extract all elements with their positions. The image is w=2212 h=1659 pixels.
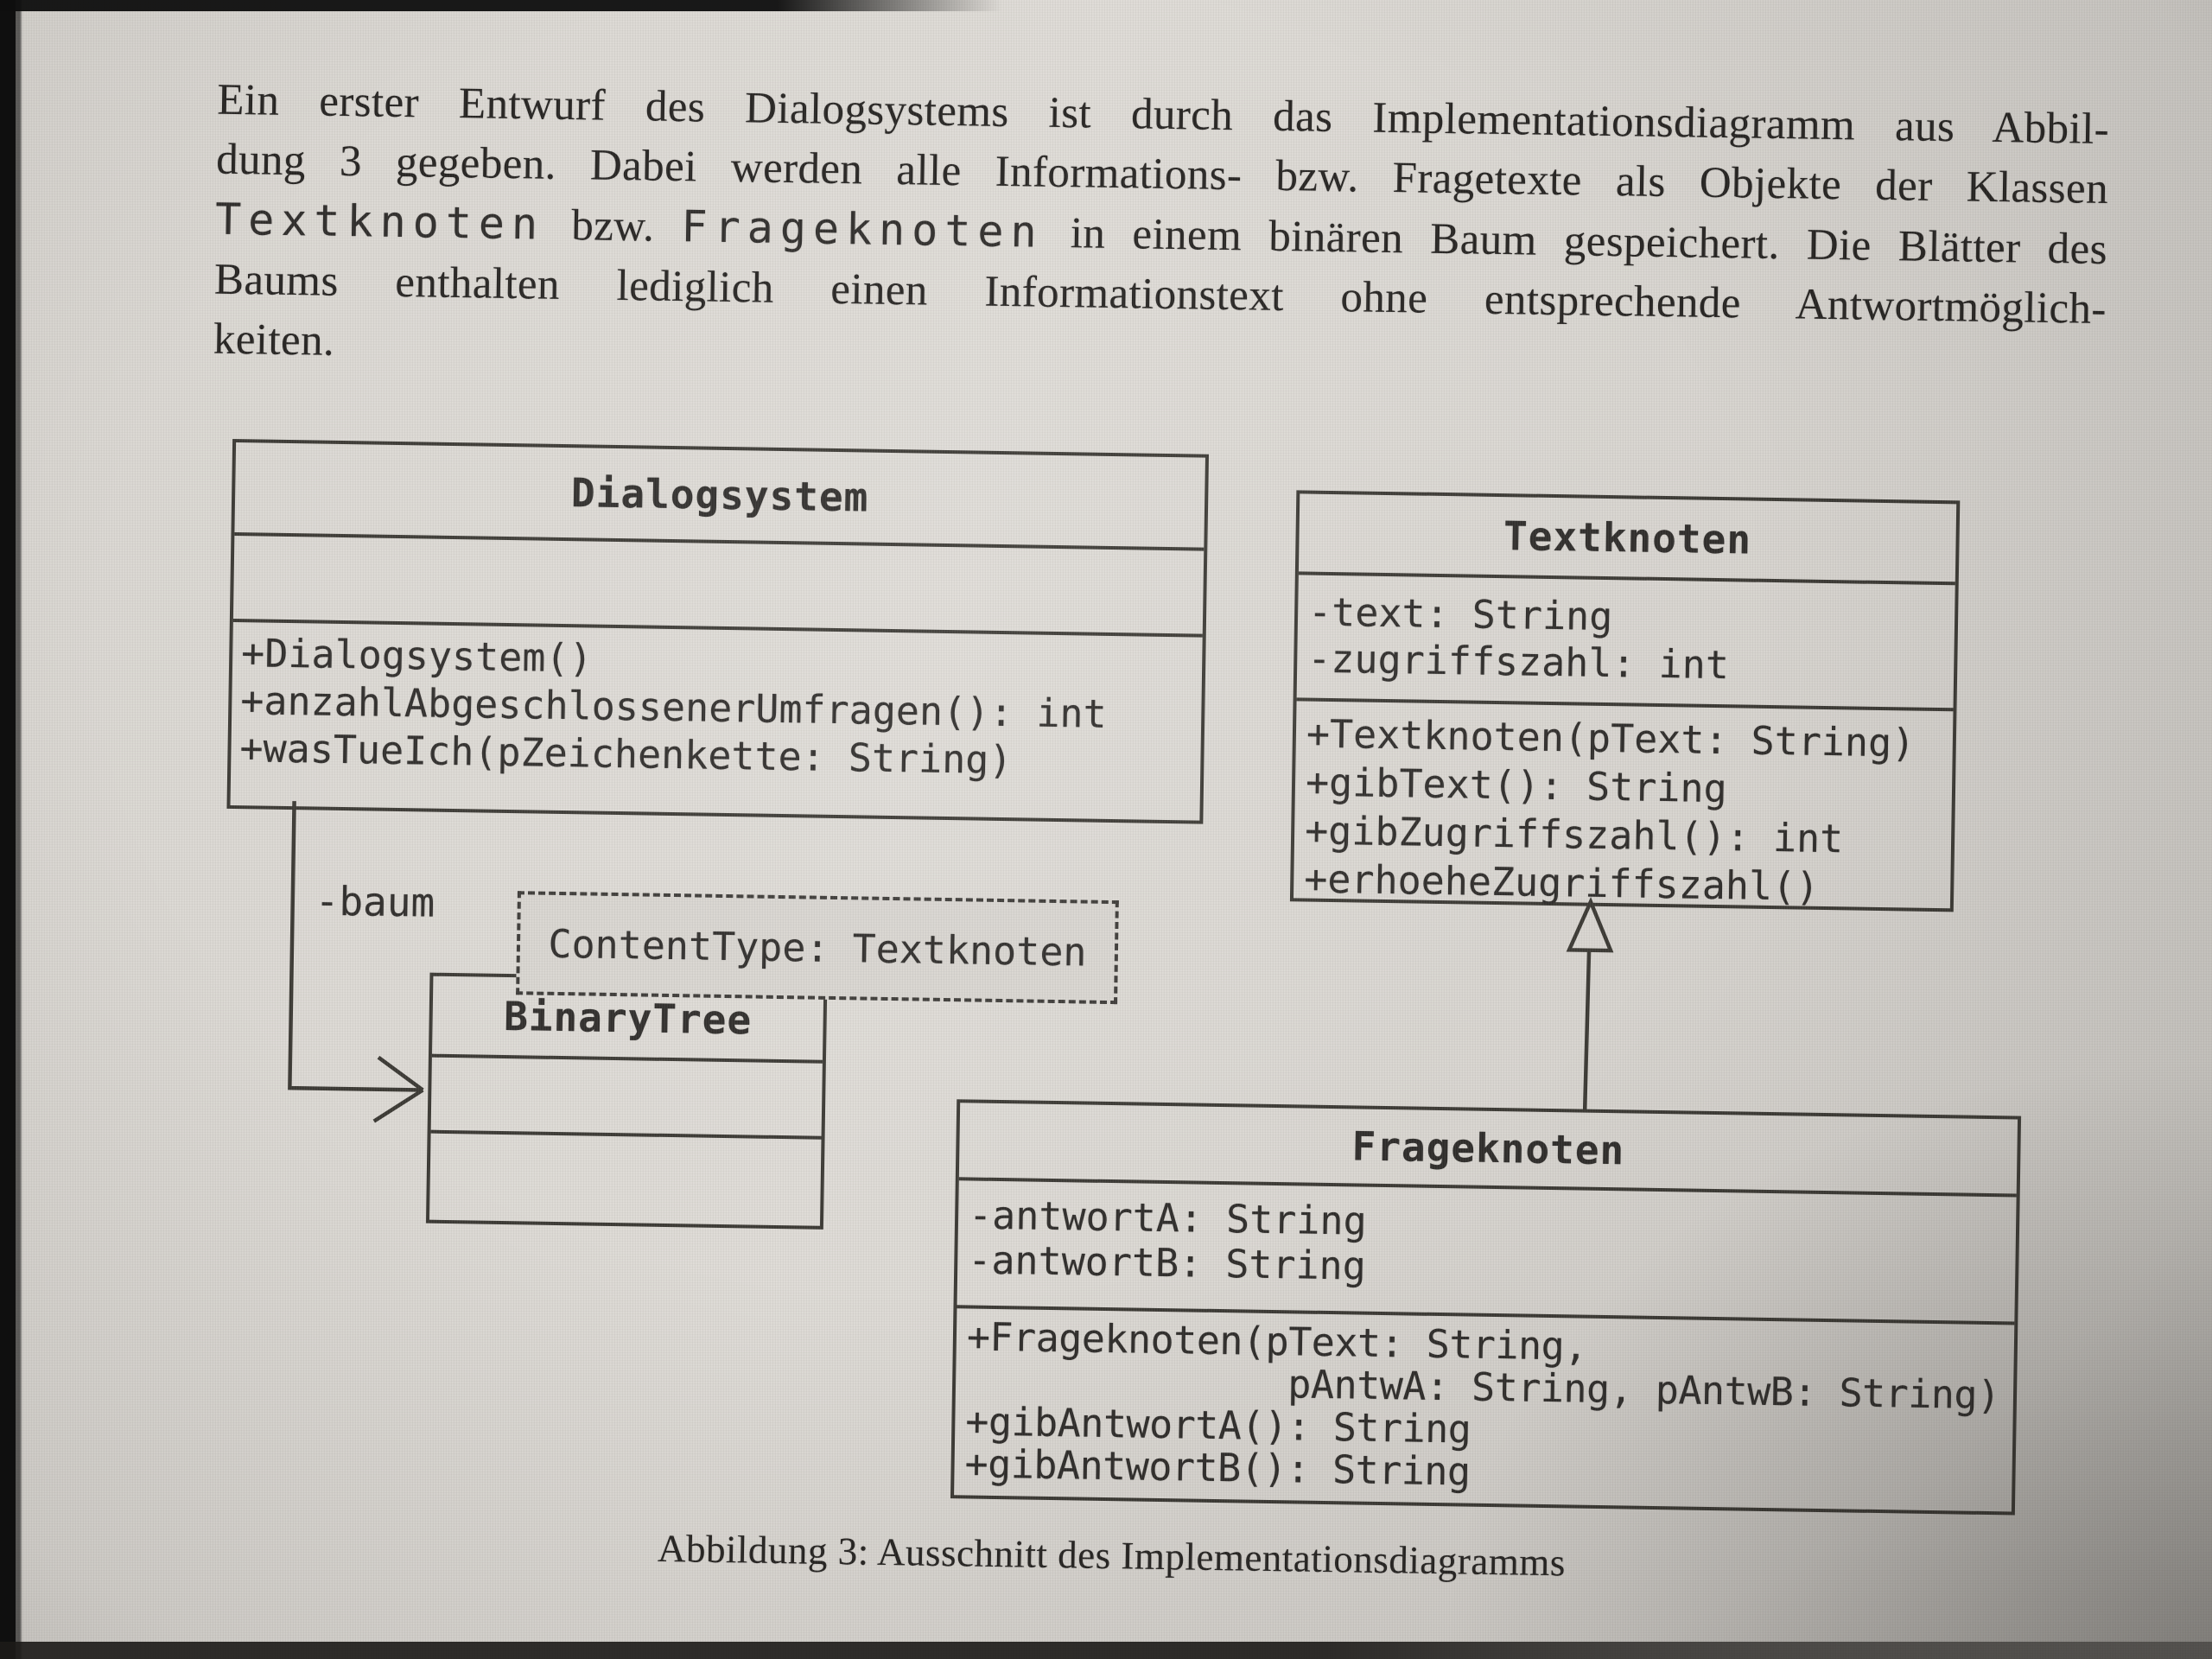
methods-compartment: +Frageknoten(pText: String, pAntwA: Stri… [953,1305,2015,1524]
class-box-frageknoten: Frageknoten -antwortA: String -antwortB:… [950,1099,2022,1524]
hollow-triangle-icon [1566,897,1614,953]
methods-compartment: +Textknoten(pText: String) +gibText(): S… [1293,697,1954,925]
method-line: +erhoeheZugriffszahl() [1303,855,1820,910]
class-box-binarytree: BinaryTree [425,972,828,1230]
class-title: Textknoten [1503,512,1752,563]
attributes-compartment-empty [232,532,1205,634]
attributes-compartment-empty [430,1053,823,1136]
class-box-textknoten: Textknoten -text: String -zugriffszahl: … [1289,490,1961,925]
screen-edge-left [0,0,22,1659]
attributes-compartment: -text: String -zugriffszahl: int [1296,571,1955,709]
association-baum-line [288,801,424,1123]
methods-compartment: +Dialogsystem() +anzahlAbgeschlossenerUm… [230,619,1203,821]
screen-edge-top [0,0,1002,11]
association-role-label-baum: -baum [315,877,435,926]
generalization-line [1566,897,1614,1111]
template-parameter-box: ContentType: Textknoten [516,891,1119,1005]
attributes-compartment: -antwortA: String -antwortB: String [957,1177,2017,1322]
attribute-line: -zugriffszahl: int [1306,635,1730,689]
template-parameter-label: ContentType: Textknoten [548,920,1087,976]
class-box-dialogsystem: Dialogsystem +Dialogsystem() +anzahlAbge… [226,438,1210,824]
class-title: Dialogsystem [570,469,869,521]
screen-edge-bottom [0,1642,2212,1659]
open-arrowhead-icon [372,1055,424,1123]
methods-compartment-empty [429,1129,822,1219]
